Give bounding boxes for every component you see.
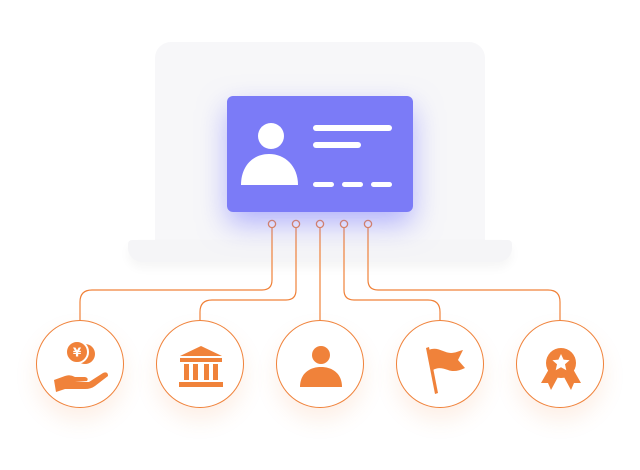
connector-dot [291, 219, 301, 229]
card-text-line [313, 142, 361, 148]
connector-dot [363, 219, 373, 229]
person-icon [300, 346, 342, 387]
bank-building-icon [179, 346, 223, 387]
badge-circle-button[interactable] [516, 320, 604, 408]
connector-dot [267, 219, 277, 229]
card-dash [371, 182, 392, 187]
hand-with-yen-coins-icon: ¥ [54, 340, 108, 392]
connector-dot [339, 219, 349, 229]
flag-icon [426, 347, 465, 394]
award-badge-icon [541, 348, 581, 390]
id-card [227, 96, 413, 212]
person-circle-button[interactable] [276, 320, 364, 408]
flag-circle-button[interactable] [396, 320, 484, 408]
connector-dot [315, 219, 325, 229]
card-text-line [313, 125, 392, 131]
finance-circle-button[interactable]: ¥ [36, 320, 124, 408]
yen-symbol: ¥ [73, 346, 82, 360]
card-dash [342, 182, 363, 187]
user-silhouette-icon [241, 123, 298, 185]
bank-circle-button[interactable] [156, 320, 244, 408]
card-dash [313, 182, 334, 187]
